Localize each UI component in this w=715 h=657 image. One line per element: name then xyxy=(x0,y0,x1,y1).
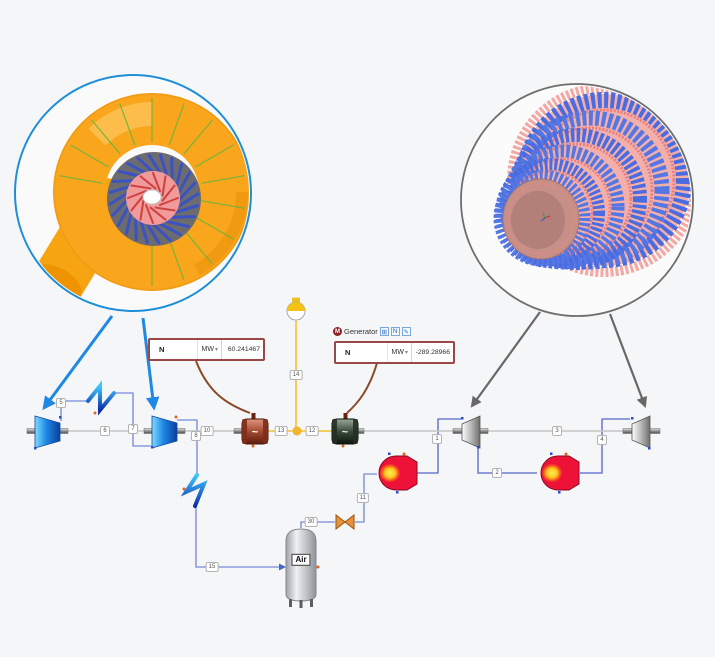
stream-lines[interactable] xyxy=(60,392,630,568)
compressor-2[interactable] xyxy=(151,415,178,449)
motor[interactable]: ~ xyxy=(241,413,269,448)
measurement-box-compressor-power[interactable]: N MW ▾ 60.241467 xyxy=(148,338,265,361)
stream-badge-13[interactable]: 13 xyxy=(274,426,288,436)
generator-ac-symbol: ~ xyxy=(342,427,349,439)
stream-turbine1-to-combustor2[interactable] xyxy=(477,446,537,474)
measurement-line-generator xyxy=(346,362,378,414)
turbine-callout-circle xyxy=(460,83,694,317)
type-icon[interactable]: ⊞ xyxy=(379,327,389,336)
measurement-value[interactable]: 60.241467 xyxy=(221,340,263,359)
stream-compressor2-to-cooler2[interactable] xyxy=(177,419,198,475)
blade-rows-3d-render xyxy=(493,86,691,277)
intercooler-2[interactable] xyxy=(180,473,208,508)
stream-combustor2-to-turbine2[interactable] xyxy=(580,418,630,474)
measurement-label: N xyxy=(345,348,351,357)
stream-combustor1-to-turbine1[interactable] xyxy=(417,418,461,474)
stream-badge-5[interactable]: 5 xyxy=(56,398,66,408)
stream-badge-2[interactable]: 2 xyxy=(492,468,502,478)
motor-ac-symbol: ~ xyxy=(252,427,259,439)
stream-badge-10[interactable]: 10 xyxy=(200,426,214,436)
stream-cooler1-to-compressor2[interactable] xyxy=(114,392,151,447)
combustor-1[interactable] xyxy=(378,452,418,494)
annotation-arrows-blue xyxy=(42,315,160,411)
stream-badge-8[interactable]: 8 xyxy=(191,431,201,441)
turbine-2[interactable] xyxy=(631,415,651,450)
stream-badge-12[interactable]: 12 xyxy=(305,426,319,436)
stream-badge-6[interactable]: 6 xyxy=(100,426,110,436)
measurement-lines xyxy=(195,360,378,414)
stream-arrowhead xyxy=(279,563,286,571)
chevron-down-icon[interactable]: ▾ xyxy=(214,347,218,353)
generator-title: Generator xyxy=(344,327,378,336)
compressor-callout-circle xyxy=(14,74,252,312)
axes-triad-icon xyxy=(540,212,551,222)
stream-badge-3[interactable]: 3 xyxy=(552,426,562,436)
grid-connection[interactable] xyxy=(286,297,306,321)
annotation-arrows-gray xyxy=(470,311,648,409)
measurement-point-icon: M xyxy=(333,327,342,336)
electric-node[interactable] xyxy=(292,426,302,436)
stream-badge-1[interactable]: 1 xyxy=(432,434,442,444)
edit-icon[interactable]: ✎ xyxy=(401,327,411,336)
measurement-label: N xyxy=(159,345,165,354)
stream-badge-7[interactable]: 7 xyxy=(128,424,138,434)
stream-badge-11[interactable]: 11 xyxy=(356,493,370,503)
unit-select[interactable]: MW xyxy=(386,343,405,362)
unit-select[interactable]: MW xyxy=(196,340,215,359)
turbine-1[interactable] xyxy=(461,415,481,449)
vessel-label: Air xyxy=(291,553,311,567)
stream-badge-30[interactable]: 30 xyxy=(304,517,318,527)
chevron-down-icon[interactable]: ▾ xyxy=(404,350,408,356)
measurement-line-motor xyxy=(195,360,251,414)
stream-badge-4[interactable]: 4 xyxy=(597,435,607,445)
stream-vessel-to-valve[interactable] xyxy=(300,521,335,528)
air-storage-vessel[interactable] xyxy=(285,528,320,608)
stream-badge-15[interactable]: 15 xyxy=(205,562,219,572)
stream-cooler2-to-vessel[interactable] xyxy=(195,506,283,568)
generator[interactable]: ~ xyxy=(331,413,359,448)
control-valve[interactable] xyxy=(335,513,355,531)
measurement-box-generator-power[interactable]: N MW ▾ -289.28966 xyxy=(334,341,455,364)
stream-badge-14[interactable]: 14 xyxy=(289,370,303,380)
compressor-1[interactable] xyxy=(34,415,62,450)
nominal-icon[interactable]: N xyxy=(390,327,400,336)
measurement-value[interactable]: -289.28966 xyxy=(411,343,453,362)
intercooler-1[interactable] xyxy=(86,380,116,416)
generator-panel-header: M Generator ⊞ N ✎ xyxy=(333,327,411,336)
combustor-2[interactable] xyxy=(540,452,580,494)
